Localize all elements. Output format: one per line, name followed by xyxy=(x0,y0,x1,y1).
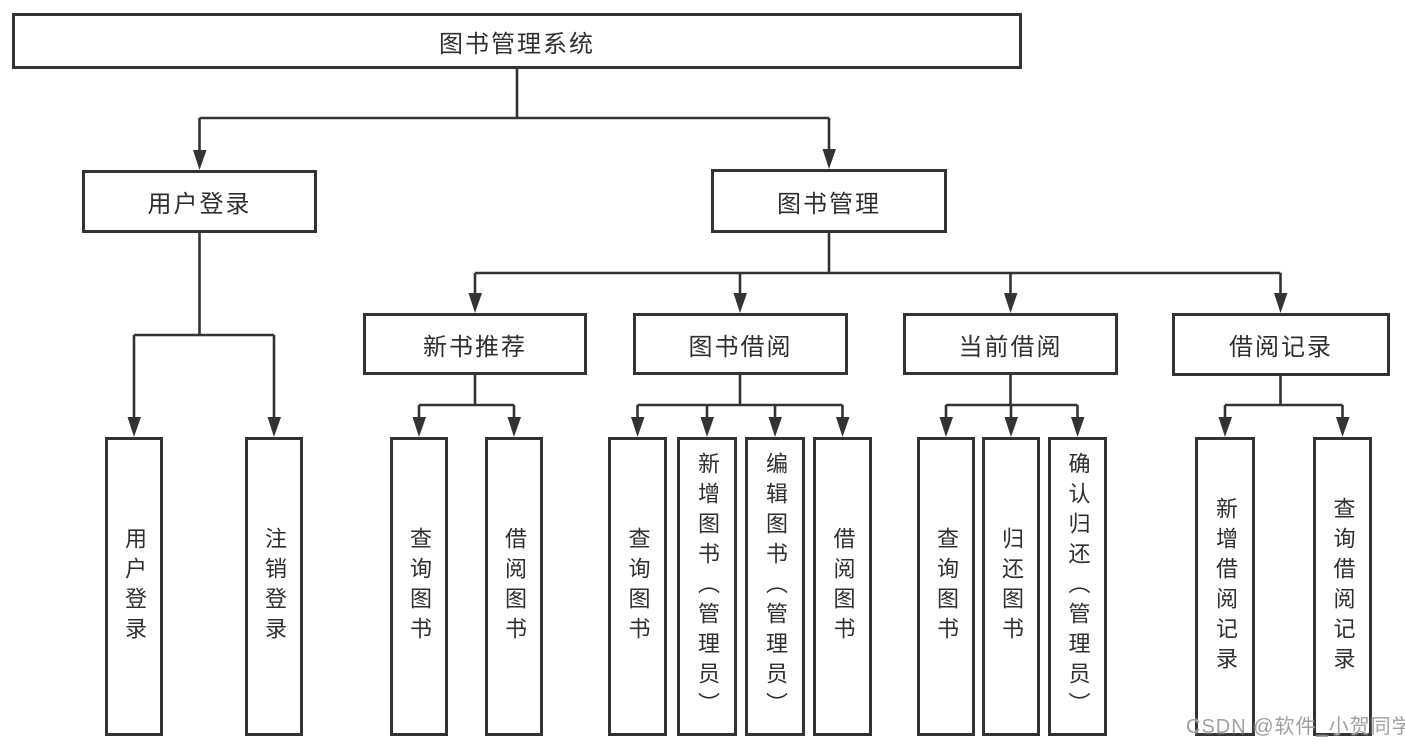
leaf-recommend-borrow-books-label: 借阅图书 xyxy=(502,526,527,647)
leaf-add-borrow-record: 新增借阅记录 xyxy=(1195,437,1255,736)
leaf-user-login-label: 用户登录 xyxy=(122,526,147,647)
leaf-current-query-books-label: 查询图书 xyxy=(934,526,959,647)
node-book-borrow-label: 图书借阅 xyxy=(688,333,793,361)
connector-lines xyxy=(132,69,1344,424)
arrow-down-icon xyxy=(631,417,645,437)
node-root-label: 图书管理系统 xyxy=(439,30,595,58)
leaf-borrow-query-books-label: 查询图书 xyxy=(625,526,651,647)
arrow-down-icon xyxy=(768,417,782,437)
csdn-watermark: CSDN @软件_小贺同学 xyxy=(1186,716,1405,738)
arrow-down-icon xyxy=(733,293,747,313)
arrow-down-icon xyxy=(700,417,714,437)
node-root: 图书管理系统 xyxy=(12,13,1022,69)
arrow-down-icon xyxy=(468,293,482,313)
arrow-down-icon xyxy=(1218,417,1232,437)
node-book-management: 图书管理 xyxy=(711,169,947,233)
arrowheads xyxy=(127,149,1350,437)
leaf-query-borrow-record-label: 查询借阅记录 xyxy=(1330,496,1356,677)
leaf-confirm-return-admin-label: 确认归还（管理员） xyxy=(1065,451,1091,722)
arrow-down-icon xyxy=(412,417,426,437)
node-book-management-label: 图书管理 xyxy=(777,190,881,218)
node-borrow-records: 借阅记录 xyxy=(1172,313,1390,376)
leaf-add-borrow-record-label: 新增借阅记录 xyxy=(1213,496,1238,677)
leaf-edit-books-admin-label: 编辑图书（管理员） xyxy=(763,451,788,722)
arrow-down-icon xyxy=(127,417,141,437)
leaf-add-books-admin-label: 新增图书（管理员） xyxy=(695,451,720,722)
leaf-recommend-query-books: 查询图书 xyxy=(390,437,448,736)
leaf-borrow-books-label: 借阅图书 xyxy=(830,526,856,647)
leaf-add-books-admin: 新增图书（管理员） xyxy=(677,437,737,736)
leaf-return-books: 归还图书 xyxy=(982,437,1040,736)
node-new-book-recommend: 新书推荐 xyxy=(363,313,587,375)
leaf-recommend-query-books-label: 查询图书 xyxy=(407,526,432,647)
leaf-logout-label: 注销登录 xyxy=(262,526,287,647)
leaf-return-books-label: 归还图书 xyxy=(999,526,1024,647)
arrow-down-icon xyxy=(1274,293,1288,313)
arrow-down-icon xyxy=(1004,293,1018,313)
node-new-book-recommend-label: 新书推荐 xyxy=(423,333,527,361)
leaf-recommend-borrow-books: 借阅图书 xyxy=(485,437,543,736)
leaf-user-login: 用户登录 xyxy=(105,437,163,736)
node-current-borrow-label: 当前借阅 xyxy=(958,333,1063,361)
leaf-current-query-books: 查询图书 xyxy=(917,437,975,736)
leaf-query-borrow-record: 查询借阅记录 xyxy=(1313,437,1372,736)
arrow-down-icon xyxy=(1071,417,1085,437)
node-current-borrow: 当前借阅 xyxy=(903,313,1118,375)
node-user-login-label: 用户登录 xyxy=(147,191,252,218)
leaf-borrow-query-books: 查询图书 xyxy=(608,437,667,736)
node-borrow-records-label: 借阅记录 xyxy=(1229,334,1333,361)
arrow-down-icon xyxy=(1004,417,1018,437)
arrow-down-icon xyxy=(939,417,953,437)
arrow-down-icon xyxy=(507,417,521,437)
arrow-down-icon xyxy=(822,149,836,169)
leaf-borrow-books: 借阅图书 xyxy=(813,437,872,736)
node-book-borrow: 图书借阅 xyxy=(633,313,848,375)
leaf-confirm-return-admin: 确认归还（管理员） xyxy=(1048,437,1107,736)
arrow-down-icon xyxy=(1336,417,1350,437)
arrow-down-icon xyxy=(193,150,207,170)
arrow-down-icon xyxy=(836,417,850,437)
leaf-edit-books-admin: 编辑图书（管理员） xyxy=(745,437,805,736)
arrow-down-icon xyxy=(267,417,281,437)
node-user-login: 用户登录 xyxy=(82,170,317,233)
leaf-logout: 注销登录 xyxy=(245,437,303,736)
